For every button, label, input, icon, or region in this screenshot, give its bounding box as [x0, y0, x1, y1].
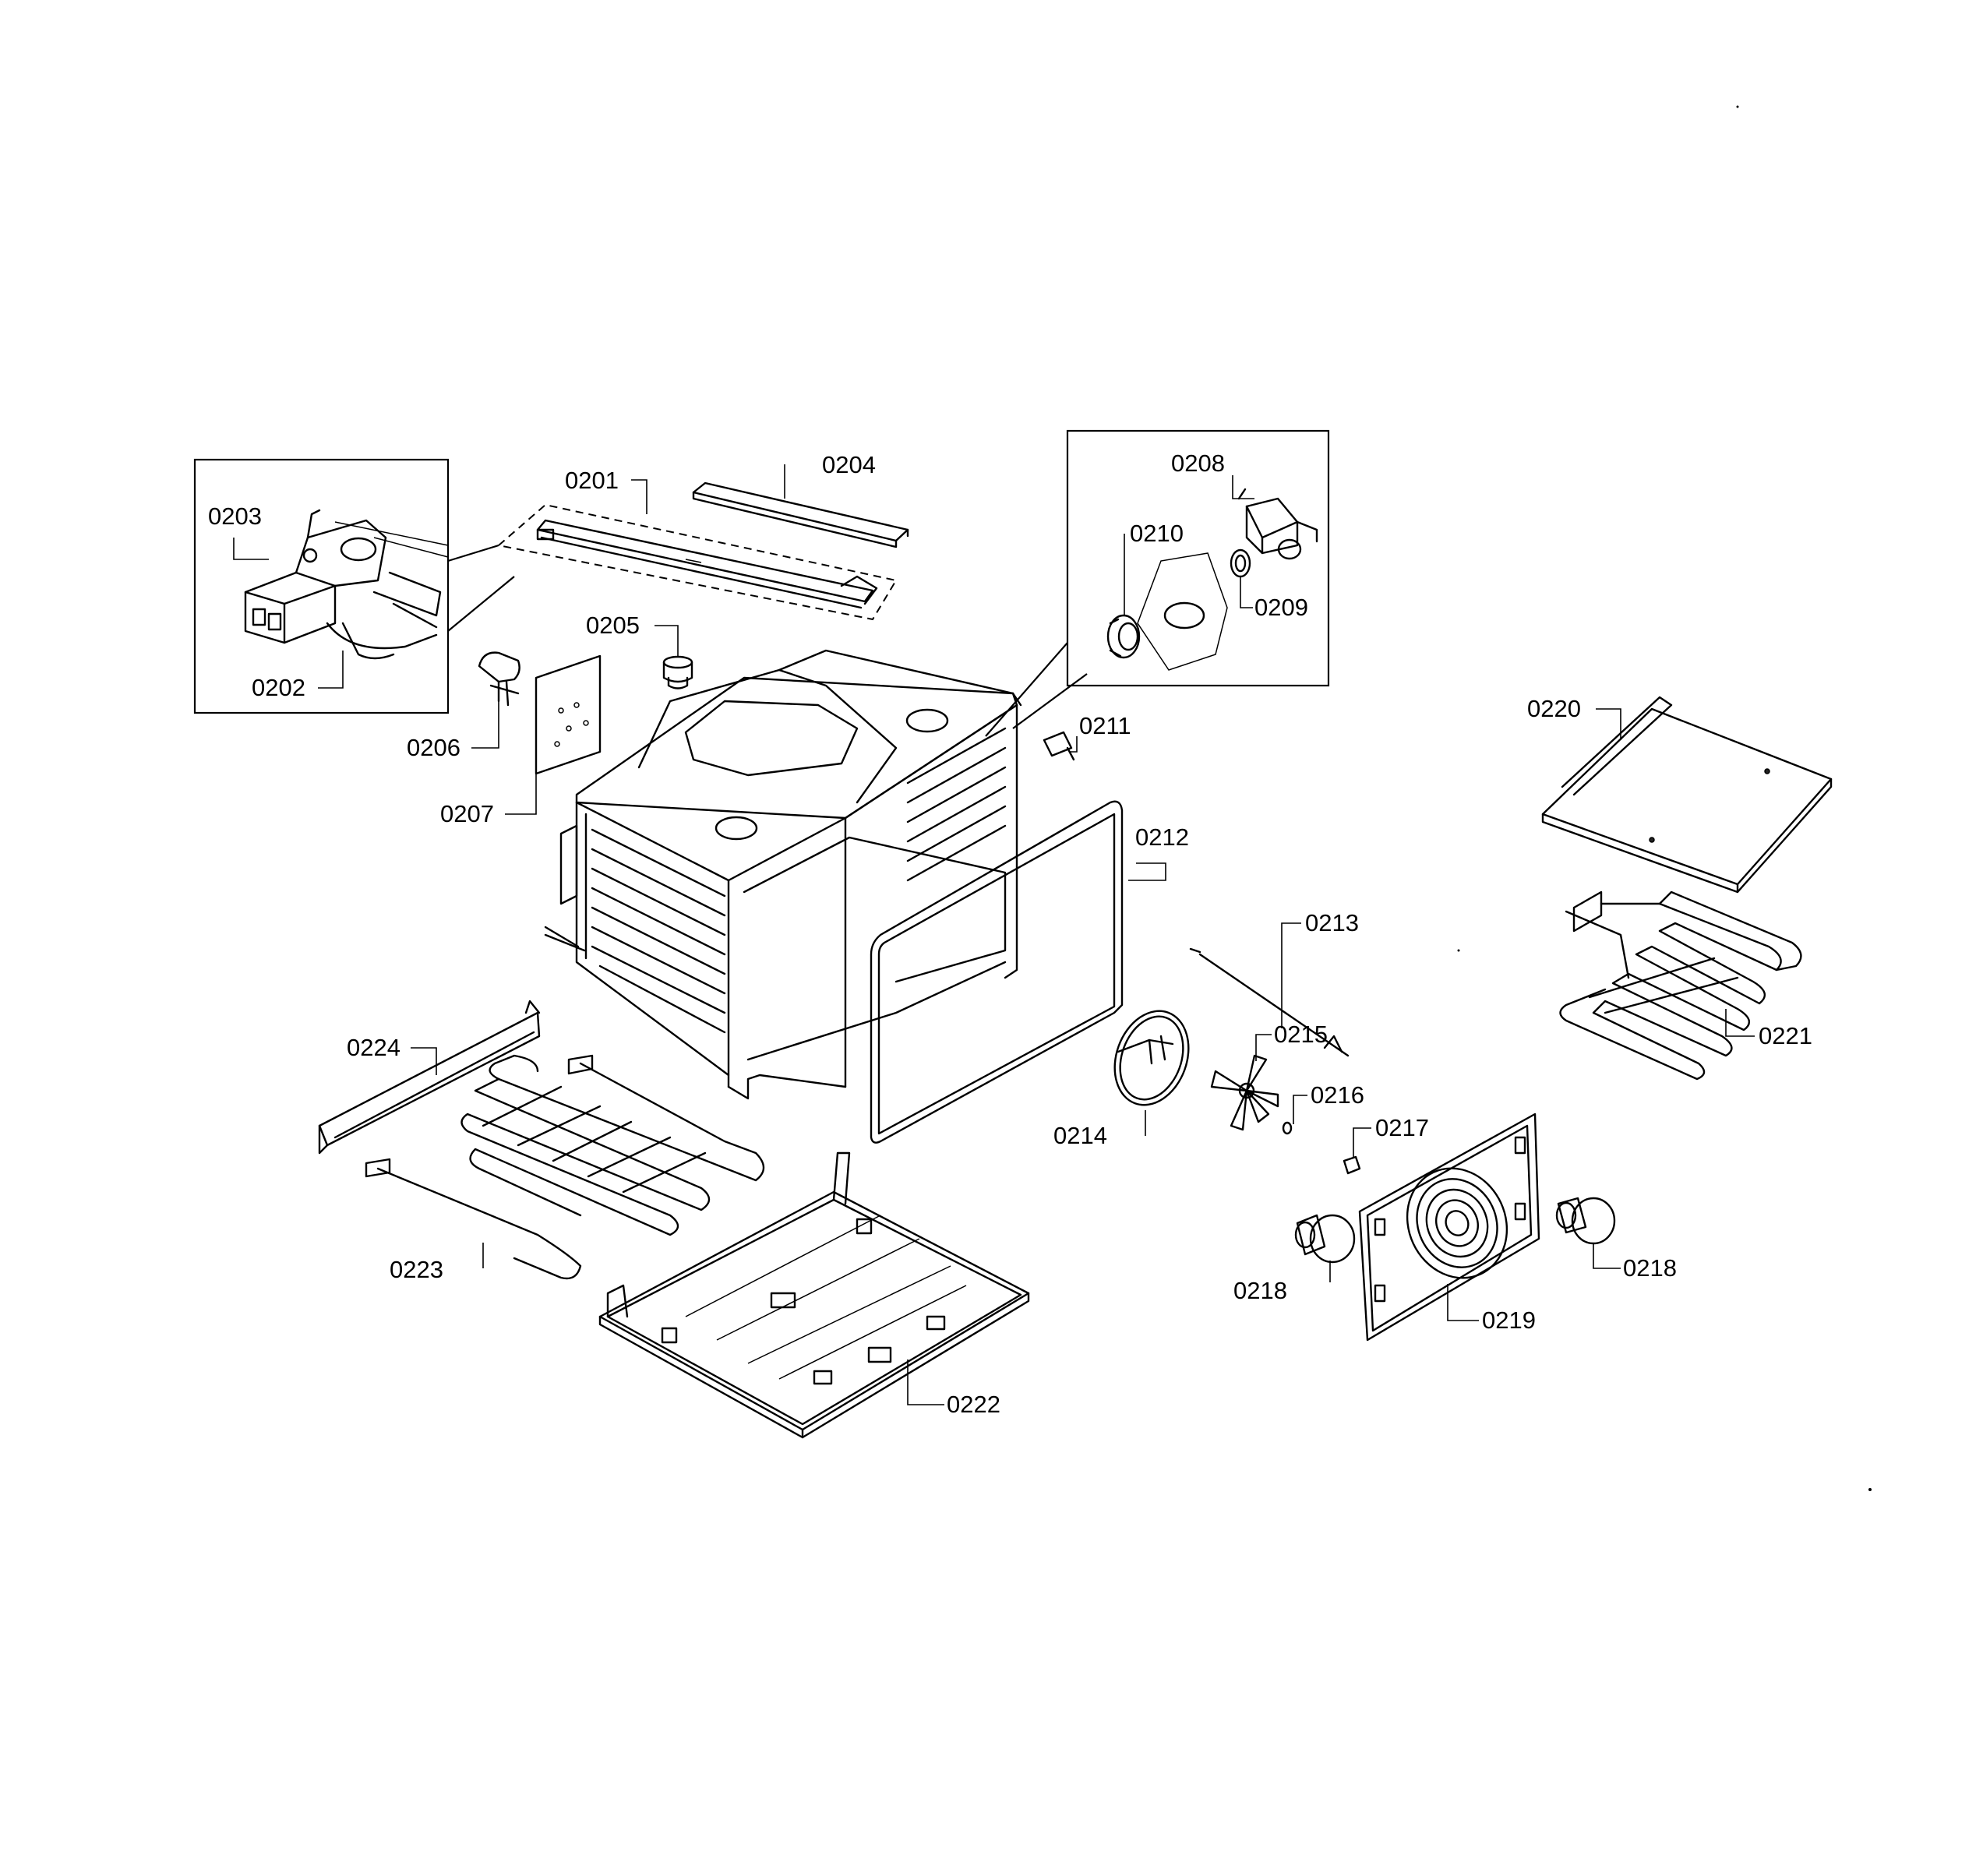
label-0201: 0201 — [565, 467, 619, 494]
label-0224: 0224 — [347, 1034, 400, 1061]
part-0224-rail — [318, 1000, 541, 1155]
part-0219-fan-cover — [1358, 1113, 1540, 1342]
label-0212: 0212 — [1135, 823, 1189, 851]
label-0204: 0204 — [822, 451, 876, 478]
part-0213-rod — [1189, 947, 1350, 1057]
label-0218-right: 0218 — [1623, 1254, 1677, 1282]
part-0221-broil-element — [1559, 890, 1802, 1081]
part-0215-fan-blade — [1210, 1054, 1279, 1131]
top-bracket-assembly — [496, 481, 909, 621]
scan-speck — [1457, 949, 1460, 952]
label-0220: 0220 — [1527, 695, 1581, 722]
label-0223: 0223 — [390, 1256, 443, 1283]
part-0212-gasket — [870, 800, 1124, 1144]
label-0221: 0221 — [1759, 1022, 1812, 1049]
part-0206-clip — [478, 651, 520, 707]
label-0216: 0216 — [1311, 1081, 1364, 1109]
part-0205-knob — [662, 655, 693, 689]
motor-detail-inset — [193, 458, 515, 714]
part-0218-lamp-right — [1555, 1197, 1616, 1245]
label-0209: 0209 — [1254, 594, 1308, 621]
scan-speck — [1736, 105, 1739, 108]
label-0214: 0214 — [1053, 1122, 1107, 1149]
oven-cavity — [544, 649, 1022, 1100]
label-0217: 0217 — [1375, 1114, 1429, 1141]
label-0202: 0202 — [252, 674, 305, 701]
sensor-detail-inset — [985, 429, 1330, 737]
label-0203: 0203 — [208, 503, 262, 530]
label-0210: 0210 — [1130, 520, 1184, 547]
label-0211: 0211 — [1079, 712, 1131, 739]
label-0222: 0222 — [947, 1391, 1000, 1418]
part-0223-bake-element — [365, 1054, 765, 1280]
part-0218-lamp-left — [1294, 1214, 1356, 1264]
part-0214-ring-element — [1113, 1010, 1190, 1106]
label-0219: 0219 — [1482, 1306, 1536, 1334]
label-0205: 0205 — [586, 612, 640, 639]
label-0215: 0215 — [1274, 1021, 1328, 1048]
label-0207: 0207 — [440, 800, 494, 827]
part-0222-bottom-tray — [598, 1151, 1030, 1439]
label-0206: 0206 — [407, 734, 460, 761]
part-0220-top-panel — [1541, 696, 1833, 894]
leader-lines — [233, 464, 1755, 1405]
part-labels: 0201 0204 0203 0202 0205 0206 0207 0208 … — [208, 450, 1812, 1418]
label-0218-left: 0218 — [1233, 1277, 1287, 1304]
scan-speck — [1868, 1488, 1872, 1491]
part-0216-nut — [1282, 1121, 1293, 1135]
part-0217-cap — [1343, 1155, 1361, 1175]
part-0211-plug — [1043, 731, 1075, 761]
part-0207-plate — [535, 654, 602, 775]
label-0213: 0213 — [1305, 909, 1359, 936]
label-0208: 0208 — [1171, 450, 1225, 477]
